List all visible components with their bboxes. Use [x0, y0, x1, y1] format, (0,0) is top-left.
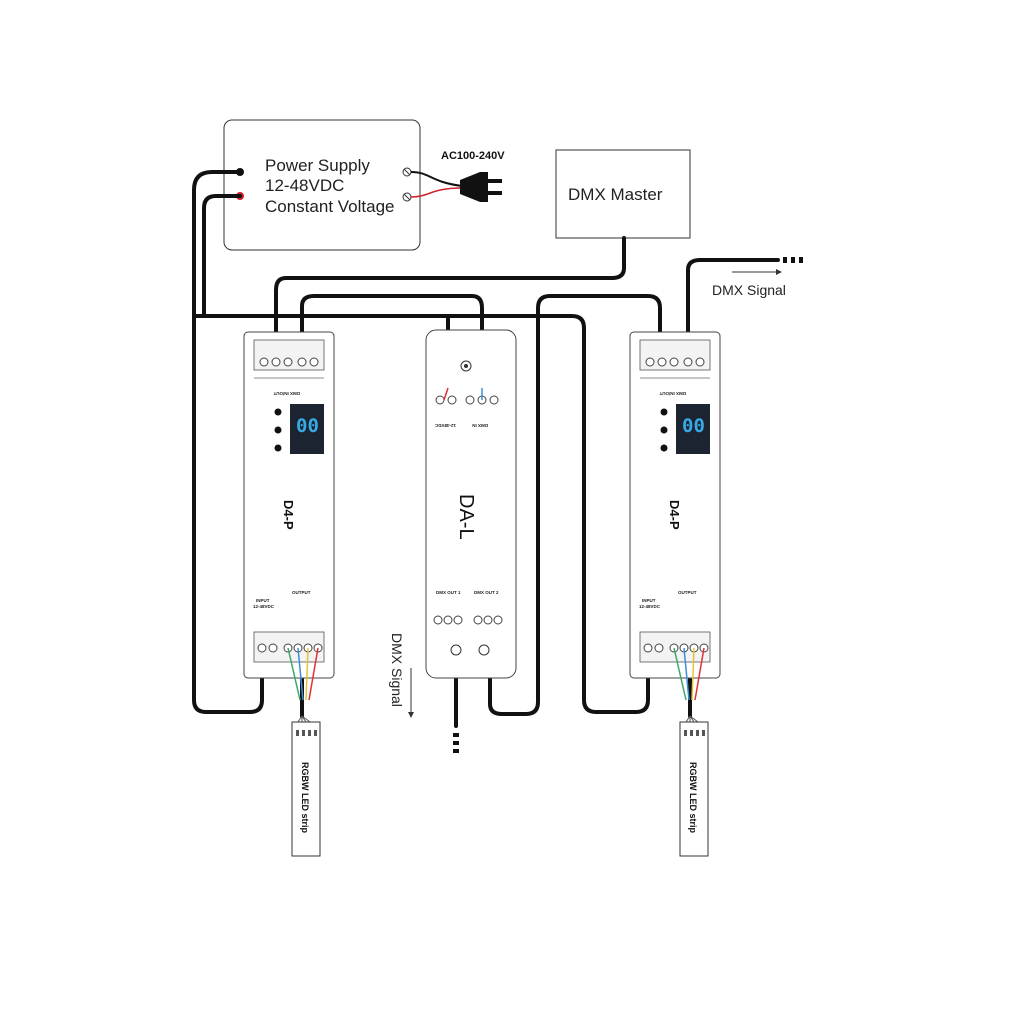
- d4p-right-buttons: [660, 408, 668, 452]
- led-strip-left: RGBW LED strip: [291, 715, 321, 857]
- d4p-left-input-range: 12-48VDC: [253, 604, 275, 609]
- led-strip-right-pads: [684, 730, 705, 736]
- dal-center: 12-48VDC DMX IN DA-L DMX OUT 1 DMX OUT 2: [425, 329, 517, 679]
- led-strip-right-label: RGBW LED strip: [688, 762, 698, 834]
- d4p-left-name: D4-P: [281, 500, 296, 530]
- d4p-right-display: [676, 404, 710, 454]
- dal-out2-label: DMX OUT 2: [474, 590, 499, 595]
- d4p-left-display: [290, 404, 324, 454]
- ps-label-line3: Constant Voltage: [265, 197, 394, 216]
- ps-ac-screw-top: [402, 167, 412, 177]
- led-strip-right: RGBW LED strip: [679, 715, 709, 857]
- wire-psu-positive: [202, 194, 242, 318]
- power-supply-box: [223, 119, 421, 251]
- d4p-left-input-label: INPUT: [256, 598, 270, 603]
- wire-dmx-out-right: [686, 258, 780, 352]
- d4p-left-top-terminals: [259, 357, 319, 367]
- power-supply: Power Supply 12-48VDC Constant Voltage: [223, 119, 421, 251]
- d4p-right-top-terminals: [645, 357, 705, 367]
- continuation-right: [783, 257, 803, 263]
- dal-out1-label: DMX OUT 1: [436, 590, 461, 595]
- dal-dmx-in: DMX IN: [472, 423, 488, 428]
- dmx-signal-down: DMX Signal: [389, 633, 414, 718]
- d4p-left-buttons: [274, 408, 282, 452]
- dal-input-range: 12-48VDC: [434, 423, 456, 428]
- d4p-right-input-range: 12-48VDC: [639, 604, 661, 609]
- ac-plug: AC100-240V: [410, 150, 505, 202]
- d4p-right-input-label: INPUT: [642, 598, 656, 603]
- dmx-signal-down-label: DMX Signal: [389, 633, 405, 707]
- d4p-right-output-label: OUTPUT: [678, 590, 697, 595]
- dmx-signal-right-label: DMX Signal: [712, 282, 786, 298]
- d4p-left-bottom-terminals: [257, 643, 323, 653]
- d4p-right-display-digits: 00: [682, 415, 705, 437]
- wire-dmx-master: [274, 236, 626, 352]
- d4p-right: DMX IN/OUT 00 D4-P OUTPUT INPUT 12-48VDC: [629, 331, 721, 679]
- wire-psu-negative: [192, 170, 264, 714]
- d4p-right-dmx-label: DMX IN/OUT: [659, 391, 686, 396]
- d4p-left-dmx-label: DMX IN/OUT: [273, 391, 300, 396]
- led-strip-left-pads: [296, 730, 317, 736]
- wire-d4p-to-dal: [300, 294, 484, 390]
- wire-dal-to-d4p: [488, 294, 662, 716]
- ps-ac-screw-bottom: [402, 192, 412, 202]
- ps-label-line1: Power Supply: [265, 156, 370, 175]
- dmx-signal-right: DMX Signal: [712, 269, 786, 298]
- continuation-down: [453, 733, 459, 753]
- dal-bottom-terminals: [433, 615, 503, 625]
- d4p-right-name: D4-P: [667, 500, 682, 530]
- wire-power-bus: [192, 314, 650, 714]
- d4p-left-output-label: OUTPUT: [292, 590, 311, 595]
- wires: [192, 170, 780, 728]
- dal-name: DA-L: [455, 494, 477, 540]
- colored-wires: [287, 387, 705, 701]
- ac-voltage-label: AC100-240V: [441, 150, 505, 162]
- d4p-left: DMX IN/OUT 00 D4-P OUTPUT INPUT 12-48VDC: [243, 331, 335, 679]
- ps-label-line2: 12-48VDC: [265, 176, 344, 195]
- dmx-master-label: DMX Master: [568, 185, 663, 204]
- dal-mount-bottom-left: [450, 644, 462, 656]
- dal-mount-bottom-right: [478, 644, 490, 656]
- led-strip-left-label: RGBW LED strip: [300, 762, 310, 834]
- dmx-master: DMX Master: [555, 149, 691, 239]
- d4p-left-display-digits: 00: [296, 415, 319, 437]
